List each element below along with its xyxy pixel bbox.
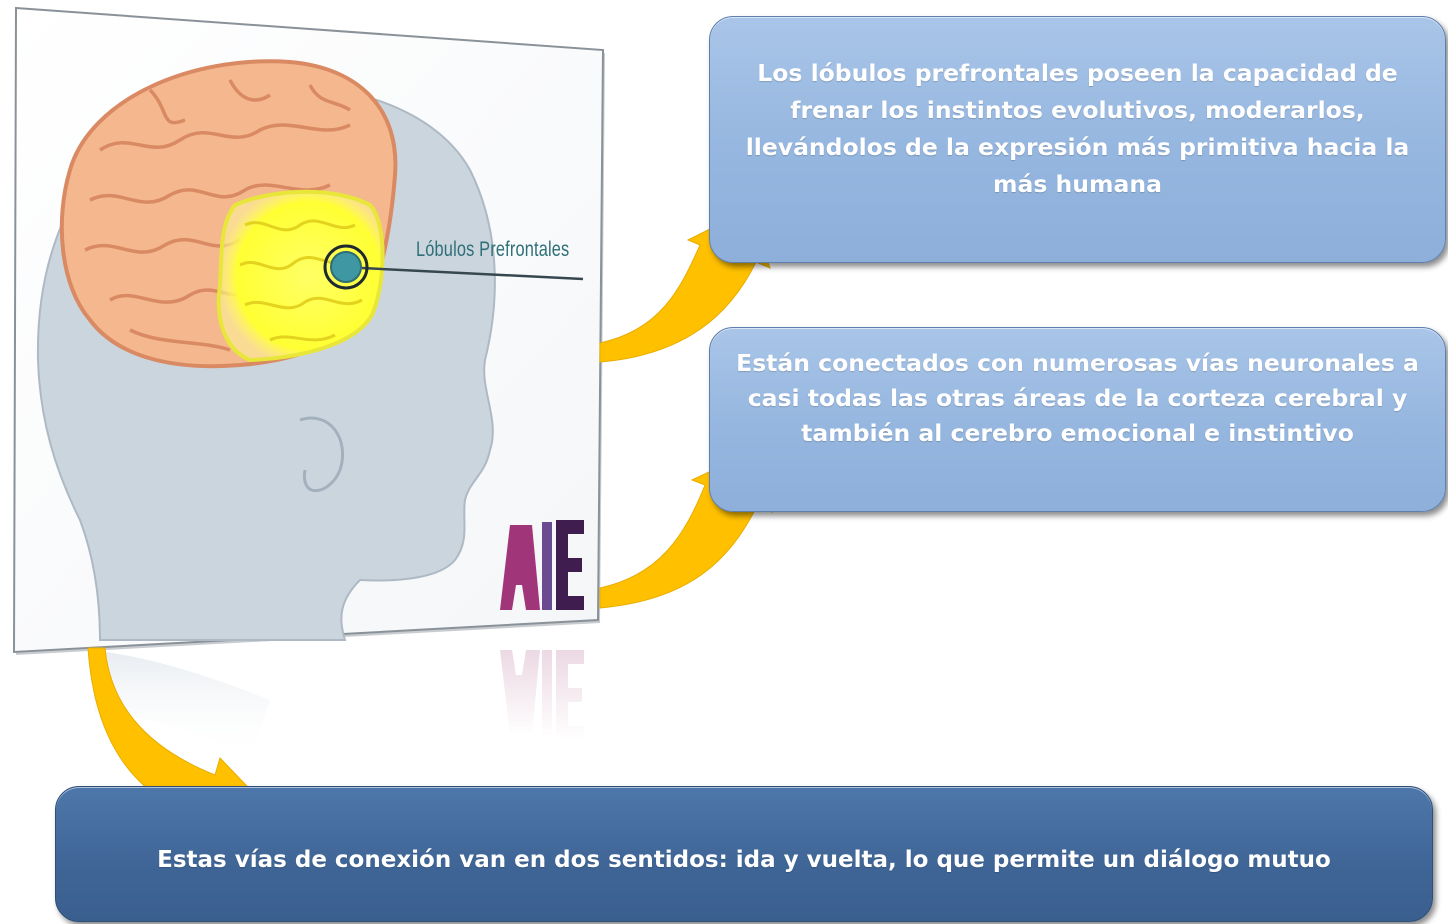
two-way-box: Estas vías de conexión van en dos sentid… bbox=[55, 786, 1433, 922]
aie-logo-reflection bbox=[500, 650, 584, 740]
prefrontal-lobe-highlight bbox=[216, 189, 385, 363]
aie-logo bbox=[500, 520, 584, 610]
prefrontal-capacity-box: Los lóbulos prefrontales poseen la capac… bbox=[709, 16, 1446, 263]
frame-reflection bbox=[90, 650, 270, 760]
connections-text: Están conectados con numerosas vías neur… bbox=[736, 349, 1419, 447]
ear-icon bbox=[299, 416, 345, 493]
prefrontal-lobes-label: Lóbulos Prefrontales bbox=[416, 238, 570, 261]
connections-box: Están conectados con numerosas vías neur… bbox=[709, 327, 1446, 512]
prefrontal-capacity-text: Los lóbulos prefrontales poseen la capac… bbox=[745, 59, 1410, 198]
prefrontal-marker bbox=[323, 244, 584, 290]
two-way-text: Estas vías de conexión van en dos sentid… bbox=[157, 847, 1331, 873]
